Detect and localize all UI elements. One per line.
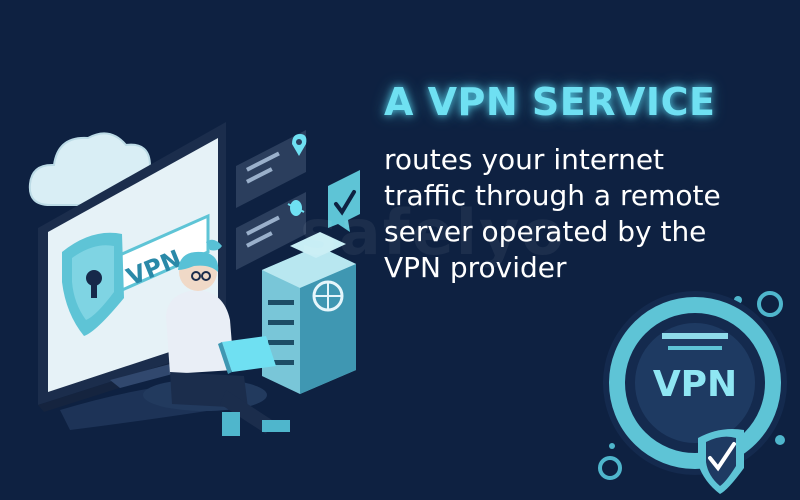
vpn-emblem: VPN (603, 291, 787, 475)
emblem-vpn-label: VPN (653, 364, 737, 405)
description-line: server operated by the (384, 215, 707, 248)
laptop-icon (218, 336, 276, 374)
description-line: VPN provider (384, 251, 567, 284)
bug-icon (287, 200, 305, 216)
bug-message-bubble (236, 192, 306, 270)
server-rack-icon (262, 246, 356, 394)
headline: A VPN SERVICE (384, 80, 716, 124)
decorative-circles (598, 291, 785, 480)
checkmark-bubble-icon (328, 170, 360, 232)
description-line: routes your internet (384, 143, 665, 176)
person-with-laptop (143, 239, 290, 436)
location-message-bubble (236, 130, 306, 208)
server-top-module (290, 232, 346, 258)
description-line: traffic through a remote (384, 179, 721, 212)
watermark-logo: safelyo (300, 196, 567, 269)
description: routes your internet traffic through a r… (384, 142, 721, 286)
shield-lock-icon (62, 232, 124, 336)
shield-check-icon (698, 429, 744, 494)
location-pin-icon (292, 134, 307, 156)
